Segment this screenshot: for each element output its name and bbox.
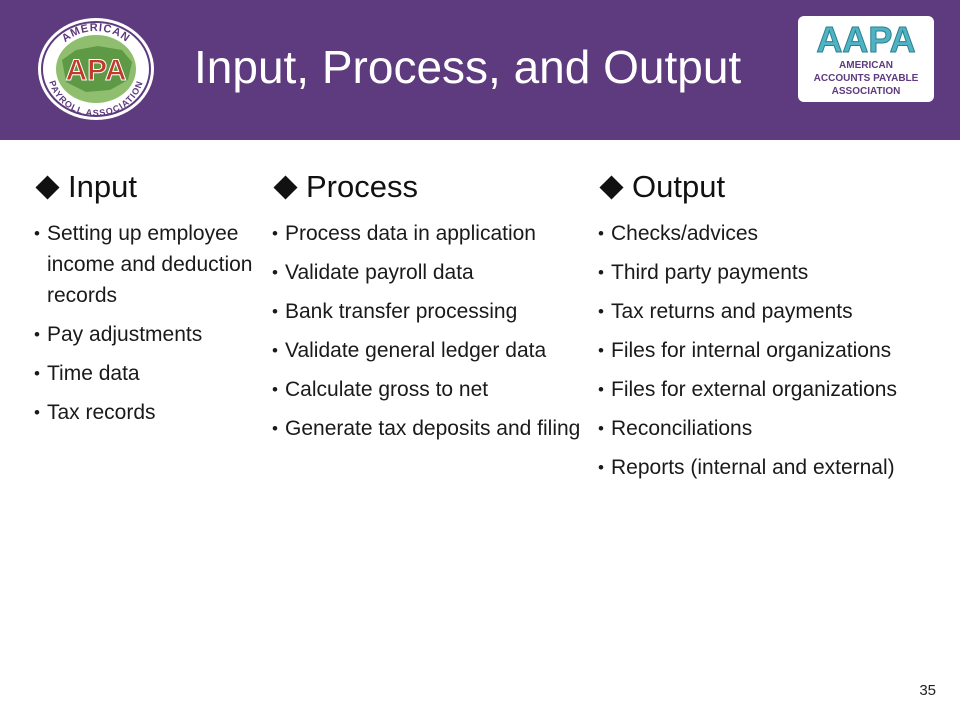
process-column: Process Process data in application Vali…: [272, 168, 596, 452]
list-item: Third party payments: [598, 257, 928, 288]
input-column: Input Setting up employee income and ded…: [34, 168, 260, 436]
output-list: Checks/advices Third party payments Tax …: [598, 218, 928, 483]
list-item: Reconciliations: [598, 413, 928, 444]
slide-title: Input, Process, and Output: [194, 41, 742, 93]
slide-header: AMERICAN PAYROLL ASSOCIATION APA Input, …: [0, 0, 960, 140]
aapa-logo-line3: ASSOCIATION: [832, 86, 901, 97]
list-item: Reports (internal and external): [598, 452, 928, 483]
diamond-bullet-icon: [273, 174, 298, 200]
diamond-bullet-icon: [35, 174, 60, 200]
aapa-logo-line1: AMERICAN: [839, 60, 893, 71]
output-heading-label: Output: [632, 169, 726, 204]
list-item: Checks/advices: [598, 218, 928, 249]
input-list: Setting up employee income and deduction…: [34, 218, 260, 428]
list-item: Validate general ledger data: [272, 335, 596, 366]
process-list: Process data in application Validate pay…: [272, 218, 596, 444]
list-item: Files for internal organizations: [598, 335, 928, 366]
list-item: Generate tax deposits and filing: [272, 413, 596, 444]
aapa-logo: AAPA AMERICAN ACCOUNTS PAYABLE ASSOCIATI…: [798, 16, 934, 102]
list-item: Pay adjustments: [34, 319, 260, 350]
list-item: Time data: [34, 358, 260, 389]
output-heading: Output: [598, 168, 928, 206]
diamond-bullet-icon: [599, 174, 624, 200]
list-item: Files for external organizations: [598, 374, 928, 405]
apa-logo-center-text: APA: [65, 54, 126, 87]
page-number: 35: [919, 682, 936, 699]
list-item: Bank transfer processing: [272, 296, 596, 327]
aapa-logo-big-text: AAPA: [816, 19, 915, 60]
list-item: Tax records: [34, 397, 260, 428]
process-heading-label: Process: [306, 169, 418, 204]
list-item: Calculate gross to net: [272, 374, 596, 405]
list-item: Process data in application: [272, 218, 596, 249]
list-item: Validate payroll data: [272, 257, 596, 288]
aapa-logo-line2: ACCOUNTS PAYABLE: [814, 73, 919, 84]
apa-logo: AMERICAN PAYROLL ASSOCIATION APA: [38, 18, 154, 120]
list-item: Tax returns and payments: [598, 296, 928, 327]
output-column: Output Checks/advices Third party paymen…: [598, 168, 928, 491]
input-heading-label: Input: [68, 169, 137, 204]
process-heading: Process: [272, 168, 596, 206]
list-item: Setting up employee income and deduction…: [34, 218, 260, 311]
input-heading: Input: [34, 168, 260, 206]
